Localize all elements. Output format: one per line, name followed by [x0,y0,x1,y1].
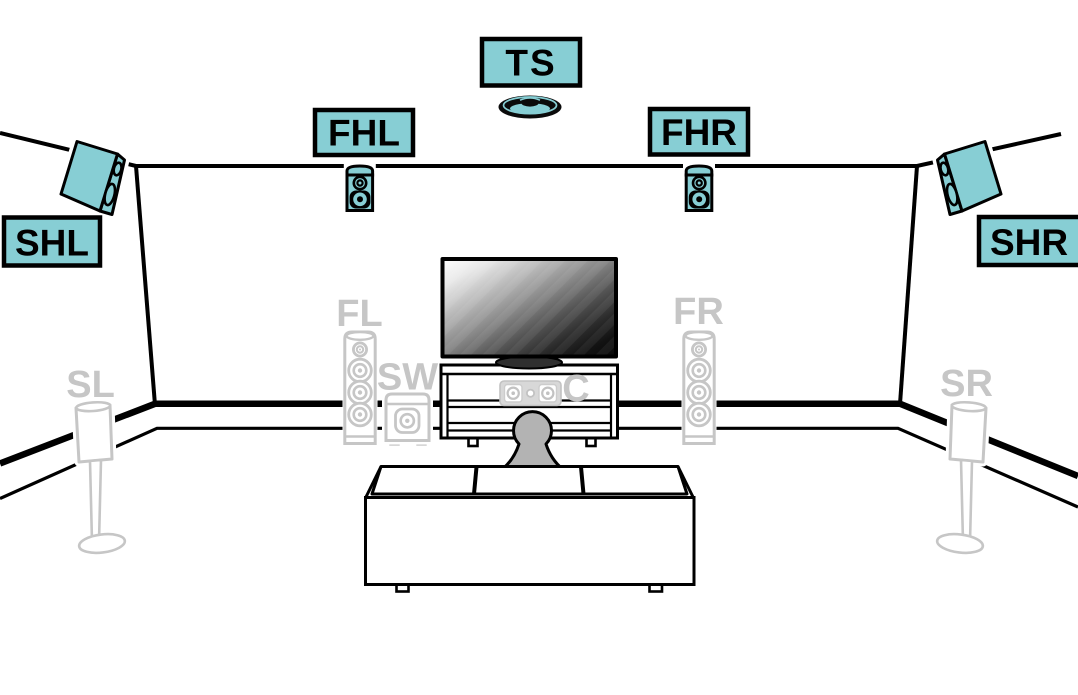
label-fl: FL [336,293,382,335]
label-shl: SHL [1,215,103,268]
label-fhr: FHR [647,106,751,157]
speaker-sw [382,390,433,446]
inactive-labels: FL FR SW C SL SR [66,291,993,410]
speaker-ts-ceiling [498,95,562,119]
front-left-tower-shape [341,328,379,447]
sofa-cushion-separator-right [579,466,586,495]
label-fhr-box [647,106,751,157]
tv [440,257,618,370]
svg-text:FHL: FHL [328,113,400,154]
sofa-backrest [370,465,689,496]
label-sr: SR [940,363,993,405]
label-fhl-box [312,107,416,158]
label-shr: SHR [976,214,1078,268]
ceiling-speaker-cone [510,103,550,114]
svg-text:SHR: SHR [990,222,1068,263]
listener-person [501,410,564,471]
surround-height-left-speaker-shape [61,142,125,215]
left-wall-corner-line [134,165,157,406]
label-shl-box [1,215,103,268]
speaker-fhr [681,162,717,215]
label-shr-box [976,214,1078,268]
sofa [364,465,696,593]
front-right-tower-shape [680,328,718,447]
ceiling-line [0,131,1062,168]
speaker-shr [938,142,1002,215]
speaker-fhl [342,162,378,215]
tv-screen-sheen [444,261,614,355]
right-wall-corner-line [898,165,919,405]
active-labels: TS FHL FHR SHL SHR [1,36,1078,268]
surround-left-speaker-shape [76,401,126,555]
label-ts: TS [479,36,583,88]
listener-silhouette [501,410,564,471]
label-c: C [562,368,589,410]
svg-text:FHR: FHR [661,112,737,153]
speaker-shl [61,142,125,215]
svg-text:TS: TS [505,43,556,84]
label-fhl: FHL [312,107,416,158]
speaker-c [499,380,562,407]
sofa-body [364,496,696,586]
speaker-fr [680,328,718,447]
svg-text:SHL: SHL [15,223,89,264]
speaker-sl [76,401,126,555]
label-sw: SW [377,357,438,399]
surround-height-right-speaker-shape [938,142,1002,215]
label-sl: SL [66,364,115,406]
sofa-cushion-separator-left [472,466,479,495]
front-height-left-speaker-shape [342,162,378,215]
speaker-fl [341,328,379,447]
label-fr: FR [673,291,724,333]
front-height-right-speaker-shape [681,162,717,215]
label-ts-box [479,36,583,88]
